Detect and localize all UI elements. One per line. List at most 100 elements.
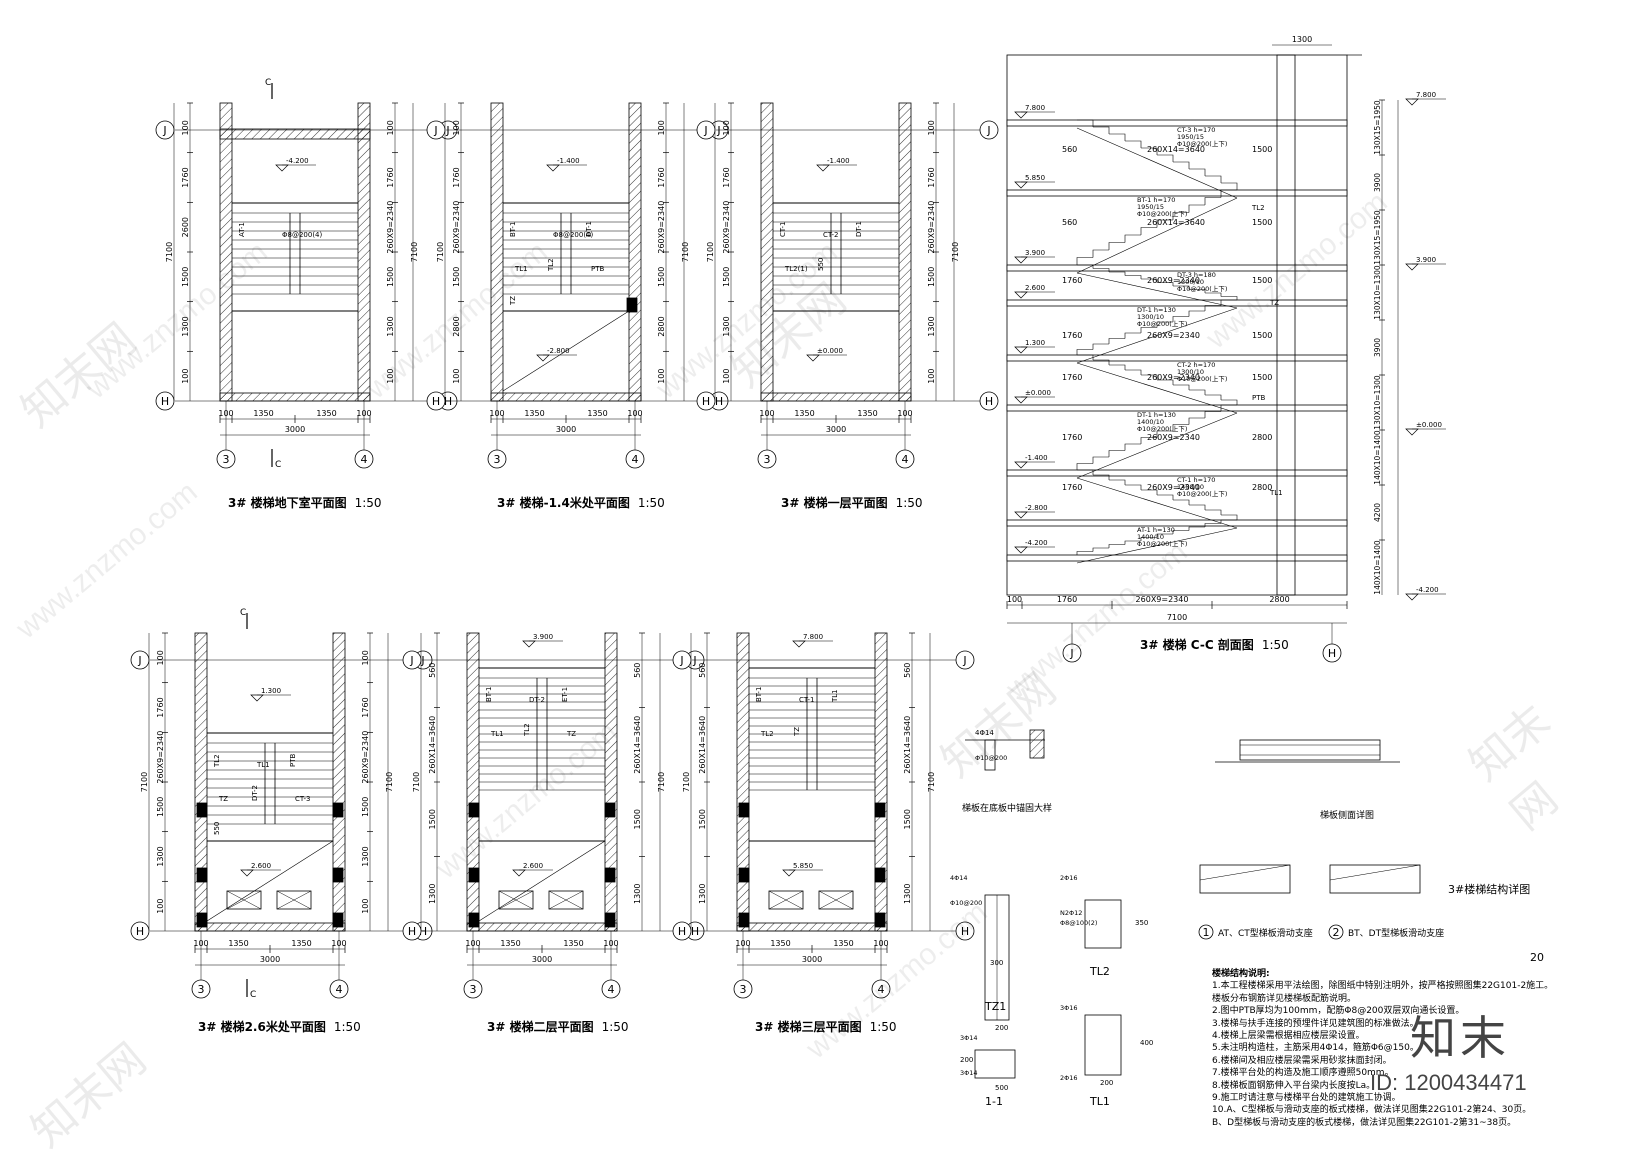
axis-label: J	[1069, 647, 1073, 660]
dim-text: 560	[633, 663, 642, 678]
level-text: -4.200	[286, 157, 309, 165]
dim-text: 200	[1100, 1079, 1113, 1087]
column-tz	[738, 867, 750, 883]
member-label: TL2(1)	[784, 265, 808, 273]
rebar-label: 2Φ16	[1060, 874, 1078, 882]
dim-text: 500	[995, 1084, 1008, 1092]
dim-text: 3000	[532, 955, 552, 964]
axis-label: 4	[361, 453, 368, 466]
side-detail	[1239, 739, 1381, 761]
dim-text: 1300	[903, 884, 912, 904]
dim-text: 1500	[156, 797, 165, 817]
dim-text: 140X10=1400	[1373, 540, 1382, 595]
dim-text: 1500	[657, 267, 666, 287]
level-mark	[1014, 111, 1028, 119]
dim-text: 130X10=1300	[1373, 375, 1382, 430]
axis-bubble	[354, 449, 374, 469]
dim-text: 1350	[794, 409, 814, 418]
axis-label: J	[703, 124, 707, 137]
level-text: 7.800	[1025, 104, 1045, 112]
member-label: TL2	[213, 754, 221, 768]
flight-label: Φ10@200(上下)	[1177, 139, 1227, 148]
dim-text: 7100	[951, 242, 960, 262]
section-dim: 1500	[1252, 276, 1272, 285]
axis-label: H	[678, 925, 686, 938]
member-label: PTB	[289, 754, 297, 767]
rebar-label: Φ10@200	[950, 899, 982, 907]
wall-right	[604, 632, 618, 932]
detail-title: 梯板在底板中锚固大样	[962, 802, 1052, 814]
dim-text: 100	[386, 369, 395, 384]
axis-label: 3	[494, 453, 501, 466]
dim-text: 1350	[524, 409, 544, 418]
member-label: TL2	[760, 730, 774, 738]
member-label: DT-2	[529, 696, 545, 704]
rebar-label: 3Φ14	[960, 1069, 978, 1077]
wall-top	[219, 128, 371, 140]
wall-left	[194, 632, 208, 932]
floor-slab	[1006, 404, 1348, 412]
line-stroke	[768, 890, 804, 910]
dim-text: 100	[218, 409, 233, 418]
axis-bubble	[1062, 643, 1082, 663]
level-mark	[1405, 593, 1419, 601]
dim-text: 1300	[1292, 35, 1312, 44]
axis-label: H	[702, 395, 710, 408]
dim-text: 1500	[361, 797, 370, 817]
dim-text: 1350	[228, 939, 248, 948]
level-text: 3.900	[533, 633, 553, 641]
member-label: PTB	[591, 265, 604, 273]
axis-label: H	[432, 395, 440, 408]
dim-text: 1300	[156, 846, 165, 866]
dim-text: 1350	[563, 939, 583, 948]
stair-flight	[1077, 264, 1238, 300]
opening-box	[276, 890, 312, 910]
dim-text: 1500	[386, 267, 395, 287]
flight-label: Φ10@200(上下)	[1177, 489, 1227, 498]
dim-text: 7100	[140, 772, 149, 792]
opening-box	[548, 890, 584, 910]
axis-label: H	[715, 395, 723, 408]
level-text: 7.800	[803, 633, 823, 641]
line-stroke	[498, 890, 534, 910]
dim-text: 1760	[1057, 595, 1077, 604]
member-label: Φ8@200(4)	[553, 231, 594, 239]
axis-bubble	[625, 449, 645, 469]
dim-text: 1760	[927, 167, 936, 187]
dim-text: 7100	[706, 242, 715, 262]
wall-right	[874, 632, 888, 932]
level-mark	[250, 694, 264, 702]
flight-label: DT-3 h=180	[1177, 271, 1216, 279]
dim-text: 1760	[657, 167, 666, 187]
dim-text: 1350	[316, 409, 336, 418]
axis-label: 4	[632, 453, 639, 466]
line-stroke	[1076, 477, 1238, 529]
section-dim: 1760	[1062, 276, 1082, 285]
axis-bubble	[216, 449, 236, 469]
dim-text: 1500	[698, 809, 707, 829]
dim-text: 100	[331, 939, 346, 948]
member-label: TZ	[566, 730, 576, 738]
column-tz	[468, 912, 480, 928]
section-dim: 1500	[1252, 145, 1272, 154]
section-dim: 560	[1062, 145, 1077, 154]
detail-title: TZ1	[984, 1000, 1006, 1013]
member-label: TZ	[793, 727, 801, 737]
sheet-title: 3#楼梯结构详图	[1448, 883, 1531, 896]
dim-text: 260X9=2340	[657, 201, 666, 254]
axis-label: J	[420, 654, 424, 667]
column-tz	[604, 802, 616, 818]
dim-text: 100	[927, 120, 936, 135]
dim-text: 1300	[722, 316, 731, 336]
member-label: Φ8@200(4)	[282, 231, 323, 239]
flight-label: Φ10@200(上下)	[1137, 319, 1187, 328]
dim-text: 3000	[260, 955, 280, 964]
dim-text: 1350	[291, 939, 311, 948]
dim-text: 130X10=1300	[1373, 265, 1382, 320]
dim-text: 100	[722, 369, 731, 384]
level-mark	[1014, 511, 1028, 519]
member-label: BT-1	[485, 687, 493, 702]
column-tz	[196, 912, 208, 928]
